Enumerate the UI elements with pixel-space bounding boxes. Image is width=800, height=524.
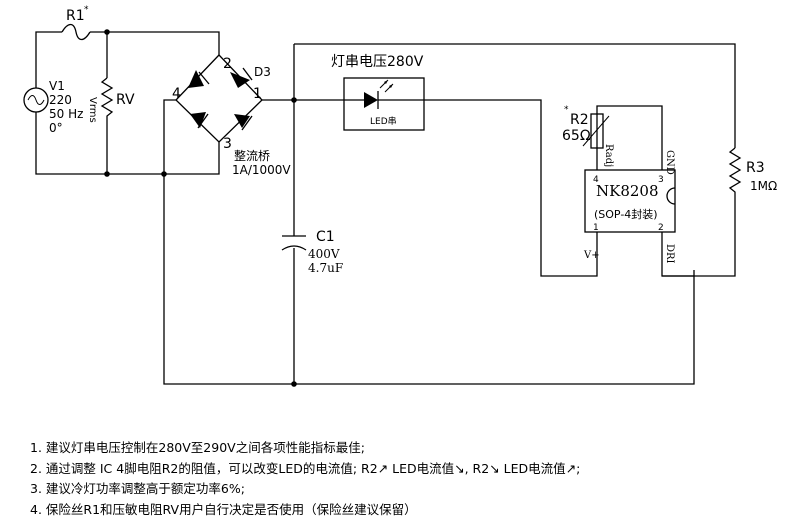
bridge-rectifier: D3 1 2 3 4 整流桥 1A/1000V xyxy=(172,54,291,177)
ic-nk8208: NK8208 (SOP-4封装) 4 3 1 2 GND V+ DRI xyxy=(583,150,676,264)
v1-source: V1 220 50 Hz 0° xyxy=(23,79,83,135)
wire-led-vplus xyxy=(424,99,598,277)
v1-phase: 0° xyxy=(49,121,63,135)
ic-vplus-label: V+ xyxy=(583,250,600,261)
wire-top-right xyxy=(90,31,220,55)
r3-value: 1MΩ xyxy=(750,179,777,193)
bridge-ref: D3 xyxy=(254,65,271,79)
ic-pin-1: 1 xyxy=(593,223,599,233)
junction-c1-bottom xyxy=(291,381,297,387)
ic-pin-2: 2 xyxy=(658,223,664,233)
wire-r3-bottom xyxy=(661,196,736,277)
v1-freq: 50 Hz xyxy=(49,107,83,121)
led-string: 灯串电压280V LED串 xyxy=(331,54,425,131)
note-1: 1. 建议灯串电压控制在280V至290V之间各项性能指标最佳; xyxy=(30,440,365,455)
bridge-pin-1: 1 xyxy=(253,86,262,102)
rv-vrms-label: Vrms xyxy=(87,97,98,123)
wire-bridge-ground xyxy=(163,99,695,385)
note-4: 4. 保险丝R1和压敏电阻RV用户自行决定是否使用（保险丝建议保留） xyxy=(30,501,417,517)
rv-ref: RV xyxy=(116,92,135,108)
ic-pin-4: 4 xyxy=(593,175,599,185)
c1-capacitor: C1 400V 4.7uF xyxy=(281,229,343,275)
r3-ref: R3 xyxy=(746,160,765,176)
r2-resistor: * R2 65Ω Radj xyxy=(562,105,614,167)
r2-mark: * xyxy=(564,105,569,115)
junction-bottom-rv xyxy=(104,171,110,177)
wire-r2-gnd xyxy=(596,105,663,170)
bridge-pin-2: 2 xyxy=(223,56,232,72)
wire-top-right-long xyxy=(294,43,736,148)
bridge-pin-3: 3 xyxy=(223,136,232,152)
r3-resistor: R3 1MΩ xyxy=(728,147,777,196)
circuit-schematic: R1 * V1 220 50 Hz 0° Vrms RV D3 1 2 3 4 … xyxy=(23,5,777,387)
bridge-pin-4: 4 xyxy=(172,86,181,102)
ic-package: (SOP-4封装) xyxy=(594,207,658,221)
wires xyxy=(35,31,736,385)
c1-voltage: 400V xyxy=(308,247,340,261)
ic-dri-label: DRI xyxy=(664,244,675,264)
c1-value: 4.7uF xyxy=(308,261,343,275)
ic-gnd-label: GND xyxy=(664,150,675,175)
rv-varistor: Vrms RV xyxy=(87,77,135,123)
bridge-rating: 1A/1000V xyxy=(232,163,291,177)
junction-bridge-ground xyxy=(161,171,167,177)
r2-radj-label: Radj xyxy=(603,144,614,167)
notes-list: 1. 建议灯串电压控制在280V至290V之间各项性能指标最佳; 2. 通过调整… xyxy=(30,438,790,520)
ic-name: NK8208 xyxy=(596,182,659,200)
v1-value: 220 xyxy=(49,93,72,107)
r2-ref: R2 xyxy=(570,112,589,128)
r1-ref: R1 xyxy=(66,8,85,24)
junction-node-top xyxy=(291,97,297,103)
bridge-name: 整流桥 xyxy=(234,148,270,163)
note-2: 2. 通过调整 IC 4脚电阻R2的阻值，可以改变LED的电流值; R2↗ LE… xyxy=(30,460,581,476)
note-3: 3. 建议冷灯功率调整高于额定功率6%; xyxy=(30,481,245,496)
led-label: LED串 xyxy=(370,116,397,127)
wire-top-left xyxy=(35,31,62,88)
r1-fuse: R1 * xyxy=(61,5,91,41)
led-title: 灯串电压280V xyxy=(331,54,424,70)
c1-ref: C1 xyxy=(316,229,335,245)
junction-top-rv xyxy=(104,29,110,35)
wire-bottom-left xyxy=(35,112,220,175)
r1-mark: * xyxy=(84,5,89,15)
ic-pin-3: 3 xyxy=(658,175,664,185)
v1-ref: V1 xyxy=(49,79,65,93)
junctions xyxy=(104,29,297,387)
r2-value: 65Ω xyxy=(562,128,591,144)
